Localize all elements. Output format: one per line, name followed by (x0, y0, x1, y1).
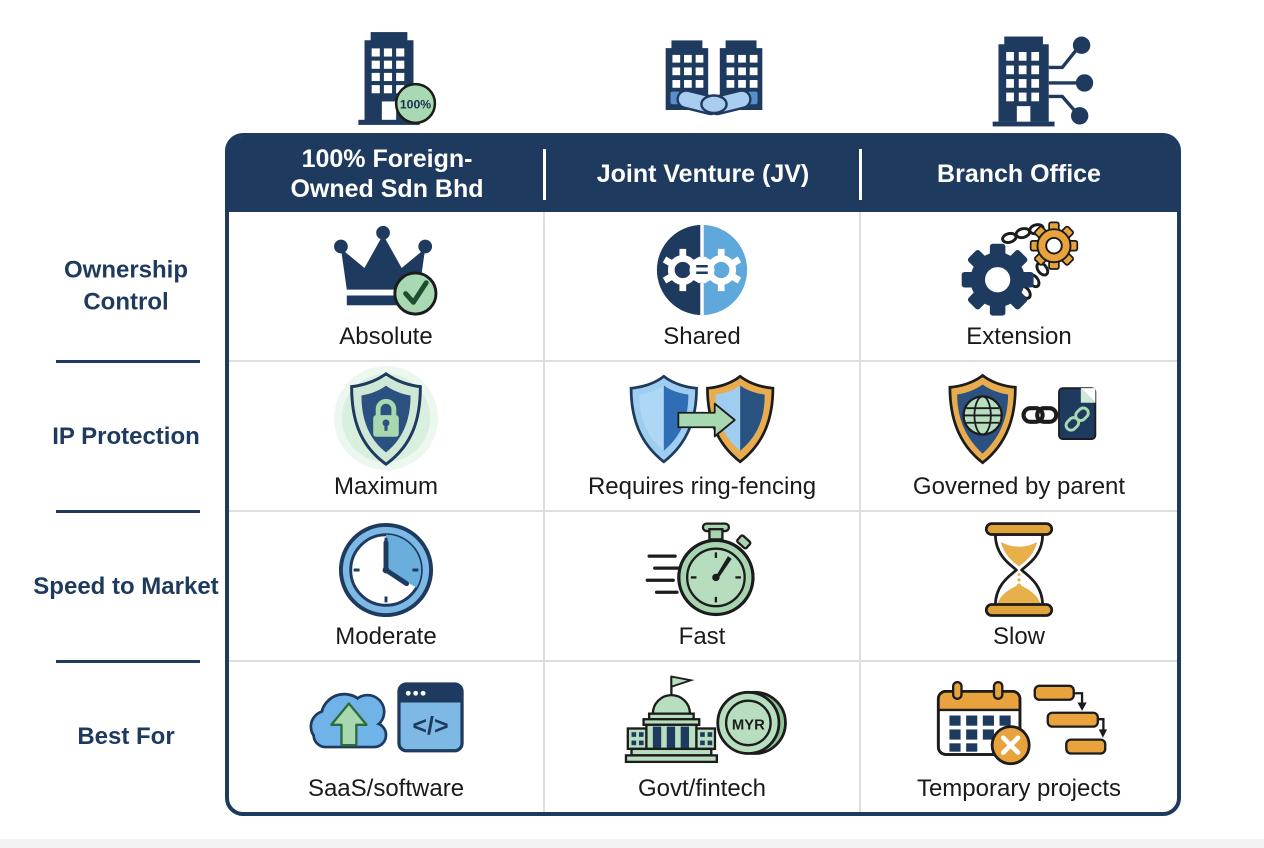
table-header: 100% Foreign-Owned Sdn Bhd Joint Venture… (229, 137, 1177, 212)
shield-lock-icon (333, 365, 439, 470)
building-network-icon (992, 36, 1094, 127)
split-gears-icon: = (656, 224, 748, 315)
cell-ip-branch: Governed by parent (861, 362, 1177, 512)
cell-value: Temporary projects (916, 775, 1122, 802)
cloud-upload-code-icon: </> (309, 681, 464, 752)
cell-ownership-branch: Extension (861, 212, 1177, 362)
cell-speed-sdnbhd: Moderate (229, 512, 545, 662)
cell-best-jv: MYR Govt/fintech (545, 662, 861, 812)
row-label-best-for: Best For (77, 722, 175, 750)
cell-value: Shared (663, 323, 741, 350)
cell-value: Slow (992, 623, 1046, 650)
gears-chain-icon (961, 221, 1079, 316)
hourglass-icon (984, 521, 1054, 617)
cell-speed-branch: Slow (861, 512, 1177, 662)
row-label-ownership-control: Ownership Control (63, 256, 189, 316)
cell-value: Governed by parent (912, 473, 1126, 500)
cell-speed-jv: Fast (545, 512, 861, 662)
header-sdn-bhd: 100% Foreign-Owned Sdn Bhd (290, 145, 484, 203)
buildings-handshake-icon (665, 40, 763, 116)
cell-value: Absolute (339, 323, 433, 350)
header-divider (543, 149, 547, 200)
cell-value: Govt/fintech (637, 775, 767, 802)
row-separator (56, 360, 200, 363)
column-icon-wrap (983, 28, 1099, 130)
cell-value: Maximum (333, 473, 438, 500)
cell-value: SaaS/software (307, 775, 465, 802)
cell-value: Requires ring-fencing (587, 473, 817, 500)
cell-value: Fast (678, 623, 726, 650)
calendar-gantt-icon (936, 680, 1108, 765)
column-icon-wrap (656, 28, 772, 130)
bottom-fade-strip (0, 839, 1264, 848)
cell-best-branch: Temporary projects (861, 662, 1177, 812)
header-branch-office: Branch Office (937, 159, 1101, 188)
cell-ownership-sdnbhd: Absolute (229, 212, 545, 362)
row-label-speed-to-market: Speed to Market (33, 572, 219, 600)
comparison-table: 100% Foreign-Owned Sdn Bhd Joint Venture… (225, 133, 1181, 816)
govt-building-coin-icon: MYR (624, 674, 787, 763)
crown-check-icon (334, 225, 438, 316)
table-body: Absolute (229, 212, 1177, 812)
cell-ip-sdnbhd: Maximum (229, 362, 545, 512)
header-joint-venture: Joint Venture (JV) (596, 159, 810, 188)
row-separator (56, 660, 200, 663)
cell-best-sdnbhd: </> SaaS/software (229, 662, 545, 812)
cell-ownership-jv: = Shared (545, 212, 861, 362)
row-label-ip-protection: IP Protection (52, 422, 200, 450)
building-100-icon: 100% (358, 32, 437, 125)
row-separator (56, 510, 200, 513)
header-divider (859, 149, 863, 200)
stopwatch-icon (645, 521, 755, 616)
column-icon-wrap: 100% (338, 28, 440, 130)
equals-glyph: = (695, 256, 708, 282)
shields-arrow-icon (629, 374, 775, 464)
clock-icon (338, 522, 434, 617)
code-glyph: </> (412, 712, 448, 740)
coin-currency-label: MYR (732, 717, 765, 733)
badge-100-label: 100% (400, 98, 431, 112)
cell-value: Moderate (335, 623, 437, 650)
cell-value: Extension (966, 323, 1072, 350)
cell-ip-jv: Requires ring-fencing (545, 362, 861, 512)
shield-globe-link-icon (948, 373, 1097, 464)
